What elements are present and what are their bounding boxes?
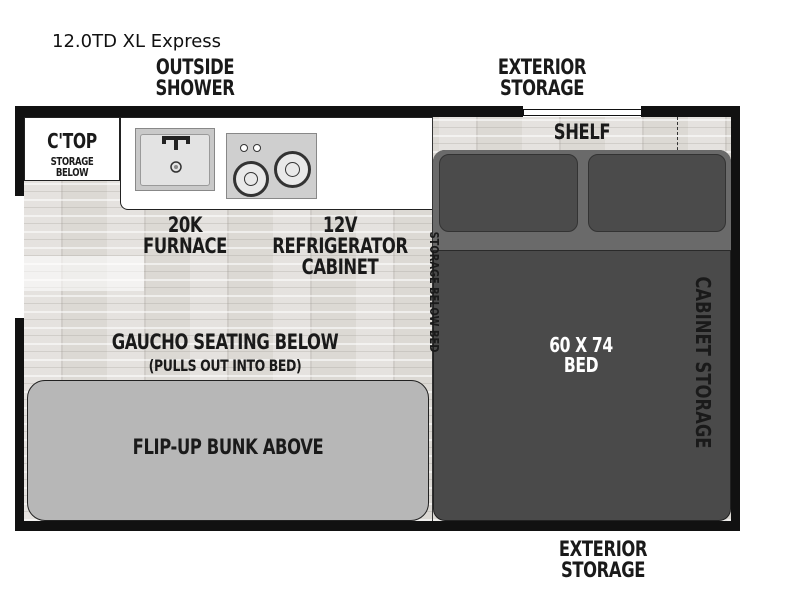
exterior-storage-top-label: EXTERIOR STORAGE bbox=[497, 55, 587, 100]
faucet-icon bbox=[162, 136, 190, 173]
bed-label: 60 x 74 BED bbox=[549, 333, 613, 377]
wall-right bbox=[731, 106, 740, 531]
stove-knob-icon bbox=[240, 144, 248, 152]
pillow-right bbox=[588, 154, 726, 232]
ctop-counter bbox=[24, 117, 120, 181]
storage-below-bed-label: STORAGE BELOW BED bbox=[427, 231, 441, 353]
sink bbox=[135, 128, 215, 191]
flip-up-bunk bbox=[27, 380, 429, 521]
cabinet-storage-label: CABINET STORAGE bbox=[691, 276, 715, 449]
bed-mattress-divider bbox=[433, 250, 731, 251]
partition-line bbox=[432, 117, 433, 521]
refrigerator-label: 12V REFRIGERATOR CABINET bbox=[272, 213, 408, 279]
entry-door-gap bbox=[15, 196, 24, 318]
floor-plan: C'TOP STORAGE BELOW SHELF 6 bbox=[15, 106, 740, 531]
ctop-label: C'TOP bbox=[47, 129, 97, 153]
outside-shower-label: OUTSIDE SHOWER bbox=[155, 55, 235, 100]
ctop-storage-below-label: STORAGE BELOW bbox=[50, 155, 94, 179]
shelf-label: SHELF bbox=[553, 120, 611, 144]
wall-bottom bbox=[15, 521, 740, 531]
stove-knob-icon bbox=[253, 144, 261, 152]
stove bbox=[226, 133, 317, 199]
furnace-label: 20K FURNACE bbox=[143, 213, 227, 258]
wall-top-left bbox=[15, 106, 523, 117]
wall-left-upper bbox=[15, 106, 24, 196]
flip-up-bunk-label: FLIP-UP BUNK ABOVE bbox=[132, 435, 324, 459]
model-title: 12.0TD XL Express bbox=[52, 31, 222, 52]
exterior-storage-door-top bbox=[523, 109, 643, 116]
wall-left-lower bbox=[15, 318, 24, 531]
entry-floor-patch bbox=[24, 256, 144, 291]
burner-left-icon bbox=[233, 161, 269, 197]
pillow-left bbox=[439, 154, 578, 232]
exterior-storage-bottom-label: EXTERIOR STORAGE bbox=[558, 537, 648, 582]
gaucho-seating-label: GAUCHO SEATING BELOW bbox=[111, 330, 339, 354]
burner-right-icon bbox=[274, 151, 311, 188]
wall-top-right bbox=[641, 106, 740, 117]
gaucho-pull-out-note: (PULLS OUT INTO BED) bbox=[148, 356, 302, 375]
